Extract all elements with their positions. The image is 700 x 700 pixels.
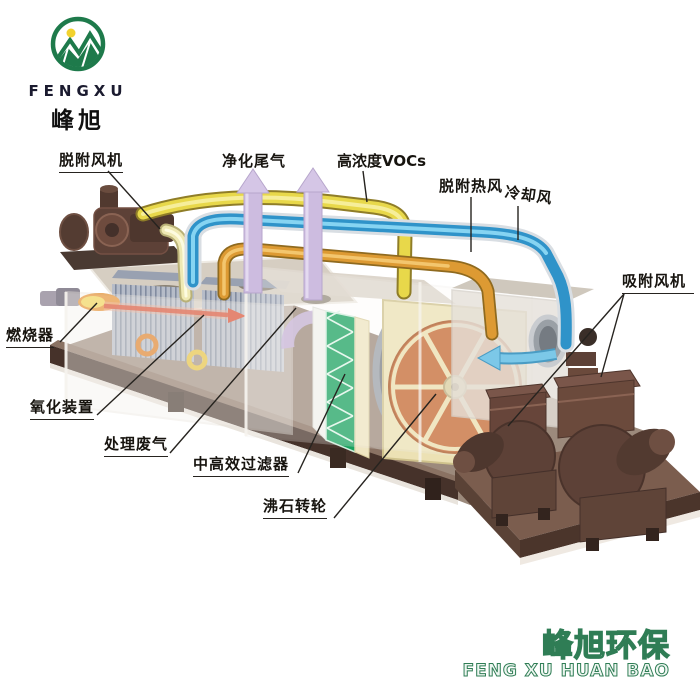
label-purified-exhaust: 净化尾气 [222,152,287,170]
label-zeolite-wheel: 沸石转轮 [263,499,328,519]
label-burner: 燃烧器 [6,328,55,348]
company-logo: FENGXU 峰旭 [16,12,140,135]
leader-adsorption-fan-2 [600,293,625,378]
exhaust-duct-2 [296,167,330,301]
leader-desorption-fan [107,170,161,230]
watermark-en: FENG XU HUAN BAO [462,660,670,681]
orange-ring-pipe [135,333,159,357]
cooling-pipe-blue [184,210,575,353]
mountain-sun-emblem-icon [50,16,106,72]
label-desorption-hot-air: 脱附热风 [439,177,504,195]
label-treated-waste-gas: 处理废气 [104,437,169,457]
air-inlet-arrow [476,345,558,371]
exhaust-duct-1 [236,168,270,294]
watermark-cn: 峰旭环保 [541,628,670,664]
purified-exhaust-ducts [236,167,330,301]
desorption-fan-pipe [159,223,193,303]
label-desorption-fan: 脱附风机 [59,153,124,173]
leader-zeolite-wheel [333,393,437,519]
inlet-elbow-duct [281,310,317,349]
label-adsorption-fan: 吸附风机 [622,274,695,294]
watermark: 峰旭环保 FENG XU HUAN BAO [462,628,670,681]
adsorption-fans [453,369,675,551]
label-medium-high-filter: 中高效过滤器 [193,457,290,477]
label-oxidation-unit: 氧化装置 [30,400,95,420]
adsorption-fan-2 [553,369,675,551]
leader-treated-waste-gas [169,307,297,454]
leader-high-conc-vocs [362,170,368,203]
filter-bank [312,306,370,459]
leader-adsorption-fan-1 [507,293,625,427]
leader-oxidation-unit [96,314,205,416]
hot-gas-arrow [103,301,246,323]
leader-lines [59,170,625,519]
logo-brand-cn: 峰旭 [51,108,105,134]
leader-filter [297,373,346,474]
label-high-conc-vocs: 高浓度VOCs [337,152,427,170]
yellow-ring-pipe [186,349,208,371]
logo-brand-en: FENGXU [28,82,128,100]
leader-burner [59,302,98,343]
adsorption-fan-1 [453,383,557,526]
